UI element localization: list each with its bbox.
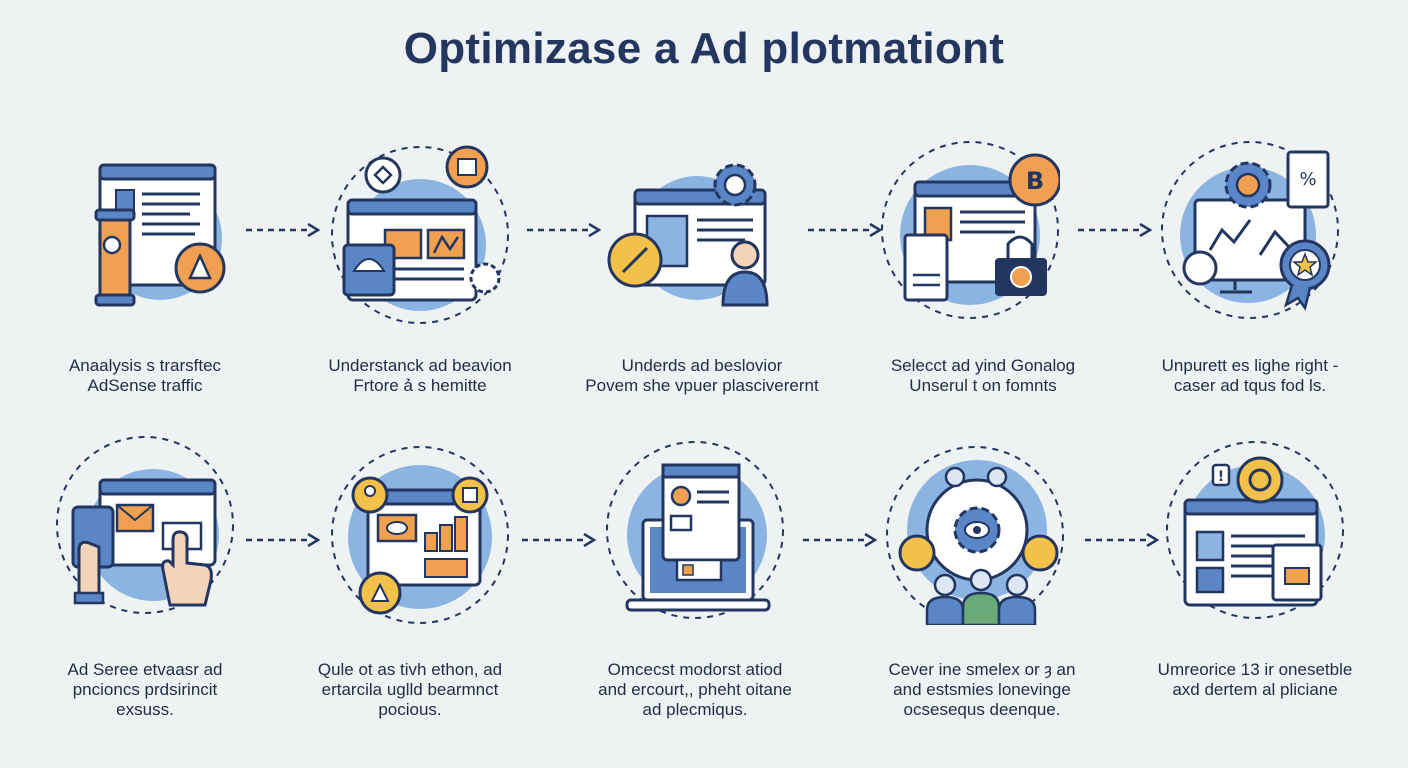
ad-format-lock-icon: B xyxy=(880,140,1060,320)
arrow-4-5 xyxy=(1078,223,1152,237)
arrow-7-8 xyxy=(522,533,596,547)
ad-behavior-icon xyxy=(330,145,510,325)
ad-notification-icon: ! xyxy=(1165,440,1345,620)
svg-text:%: % xyxy=(1299,169,1316,190)
arrow-8-9 xyxy=(803,533,877,547)
step-1-caption: Anaalysis s trarsftec AdSense traffic xyxy=(68,356,222,395)
browser-traffic-icon xyxy=(60,150,240,330)
step-2-caption: Understanck ad beavion Frtore ả s hemitt… xyxy=(328,356,512,395)
step-9-caption: Cever ine smelex or ȝ an and estsmies lo… xyxy=(888,660,1076,719)
step-6-caption: Ad Seree etvaasr ad pncioncs prdsirincit… xyxy=(67,660,223,719)
step-7-caption: Qule ot as tivh ethon, ad ertarcila ugll… xyxy=(317,660,503,719)
arrow-2-3 xyxy=(527,223,601,237)
svg-text:B: B xyxy=(1026,167,1044,195)
audience-network-icon xyxy=(885,445,1065,625)
analytics-badge-icon: % xyxy=(1160,140,1340,320)
arrow-3-4 xyxy=(808,223,882,237)
page-title: Optimizase a Ad plotmationt xyxy=(403,24,1005,73)
laptop-layout-icon xyxy=(605,440,785,620)
arrow-6-7 xyxy=(246,533,320,547)
step-4-caption: Selecct ad yind Gonalog Unserul t on fom… xyxy=(890,356,1076,395)
dashboard-users-icon xyxy=(330,445,510,625)
touch-interaction-icon xyxy=(55,435,235,615)
step-8-caption: Omcecst modorst atiod and ercourt,, pheh… xyxy=(598,660,792,719)
placement-user-icon xyxy=(605,150,785,330)
step-5-caption: Unpurett es lighe right - caser ad tqus … xyxy=(1161,356,1339,395)
arrow-9-10 xyxy=(1085,533,1159,547)
svg-text:!: ! xyxy=(1218,469,1224,485)
step-3-caption: Underds ad beslovior Povem she vpuer pla… xyxy=(585,356,819,395)
step-10-caption: Umreorice 13 ir onesetble axd dertem al … xyxy=(1157,660,1353,699)
arrow-1-2 xyxy=(246,223,320,237)
